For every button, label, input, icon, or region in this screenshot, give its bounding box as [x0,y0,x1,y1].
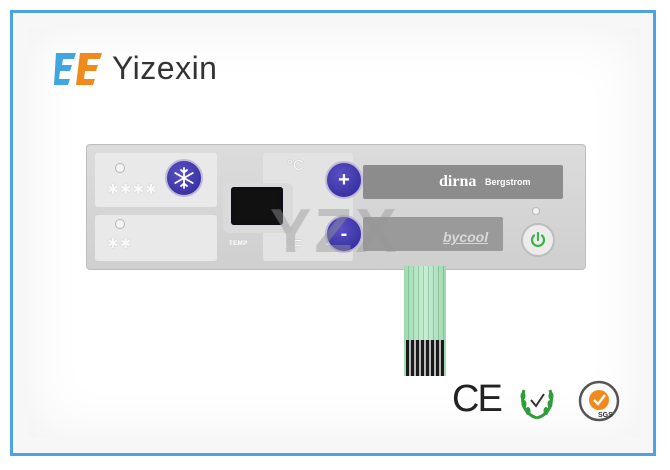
temp-label: TEMP [229,241,248,247]
plus-button[interactable]: + [325,161,363,199]
display-bezel [223,183,293,233]
flex-connector [406,340,444,376]
fridge-led [115,219,125,229]
power-button[interactable] [521,223,555,257]
dirna-text: dirna [439,173,477,190]
brand-strip [363,165,563,199]
bycool-text: bycool [443,229,489,245]
model-strip [363,217,503,251]
fridge-stars: ✱✱ [107,235,133,251]
watermark: YZX [270,197,400,266]
sgs-label: SGS [598,412,613,419]
membrane-keypad: ✱✱✱✱ ✱✱ TEMP °C °F + - dirna Bergstrom b… [86,144,586,270]
fahrenheit-label: °F [287,237,303,254]
sgs-cert-icon [578,380,620,422]
laurel-cert-icon [520,389,554,420]
snowflake-icon [174,167,194,189]
freezer-stars: ✱✱✱✱ [107,181,158,197]
lcd-display [231,187,283,225]
celsius-label: °C [287,157,304,174]
snowflake-button[interactable] [165,159,203,197]
yizexin-logo-icon [54,52,102,85]
plus-label: + [338,168,350,191]
brand-logo: Yizexin [54,50,217,87]
freezer-led [115,163,125,173]
bergstrom-text: Bergstrom [485,177,531,187]
ce-mark: CE [452,378,503,420]
power-led [532,207,540,215]
minus-label: - [340,222,348,245]
power-icon [530,231,546,247]
brand-name: Yizexin [112,50,218,86]
minus-button[interactable]: - [325,215,363,253]
sgs-cert: SGS [576,378,622,424]
